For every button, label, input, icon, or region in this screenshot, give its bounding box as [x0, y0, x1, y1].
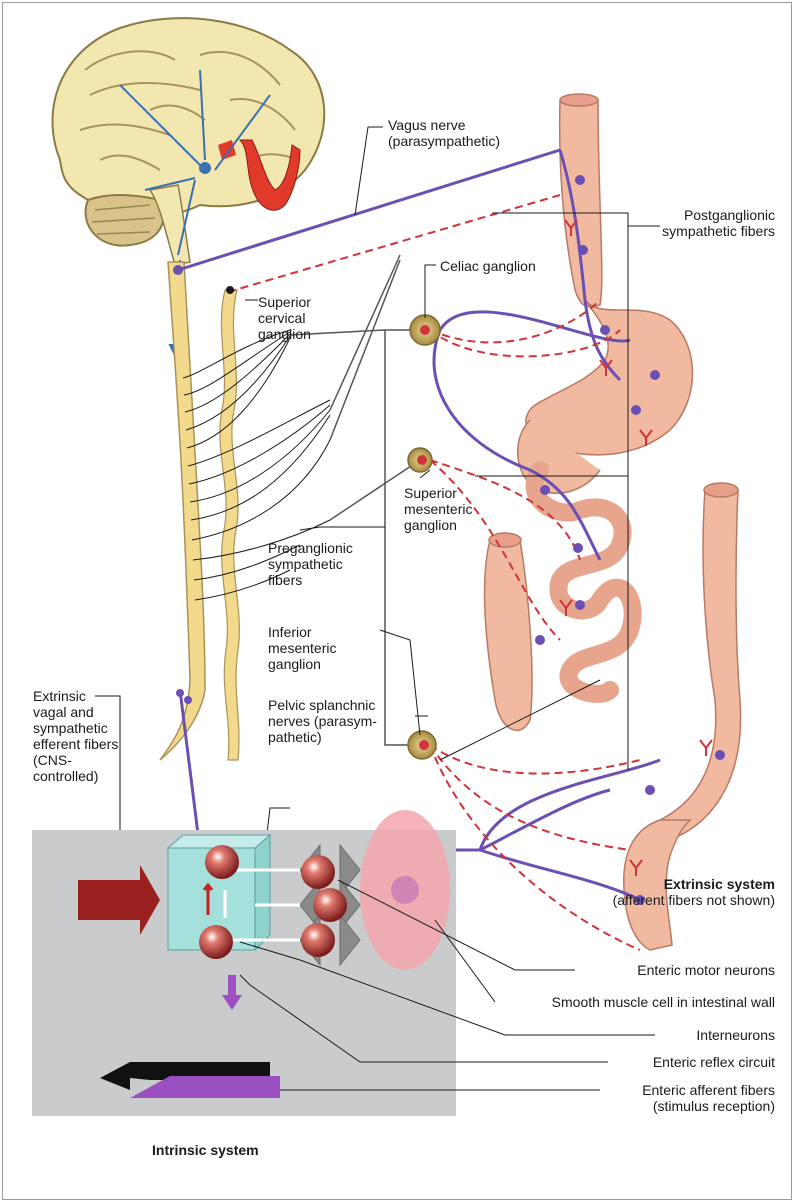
label-extrinsic-system: Extrinsic system(afferent fibers not sho… [560, 876, 775, 908]
motor-neuron [205, 845, 239, 879]
esophagus [560, 100, 602, 307]
label-smooth-muscle-cell: Smooth muscle cell in intestinal wall [480, 994, 775, 1010]
label-enteric-motor-neurons: Enteric motor neurons [560, 962, 775, 978]
motor-neuron [301, 855, 335, 889]
intrinsic-panel [32, 810, 456, 1116]
label-celiac-ganglion: Celiac ganglion [440, 258, 536, 274]
motor-neuron [313, 888, 347, 922]
descending-colon [660, 490, 741, 840]
label-intrinsic-system: Intrinsic system [152, 1142, 259, 1158]
label-interneurons: Interneurons [560, 1027, 775, 1043]
label-vagus-nerve: Vagus nerve(parasympathetic) [388, 117, 500, 149]
interneuron [199, 925, 233, 959]
ganglion-chain [220, 290, 239, 760]
ascending-colon [485, 540, 532, 730]
label-enteric-afferent-fibers: Enteric afferent fibers(stimulus recepti… [560, 1082, 775, 1114]
superior-cervical-ganglion [226, 286, 234, 294]
small-intestine [535, 470, 633, 694]
label-enteric-reflex-circuit: Enteric reflex circuit [560, 1054, 775, 1070]
motor-neuron [301, 923, 335, 957]
